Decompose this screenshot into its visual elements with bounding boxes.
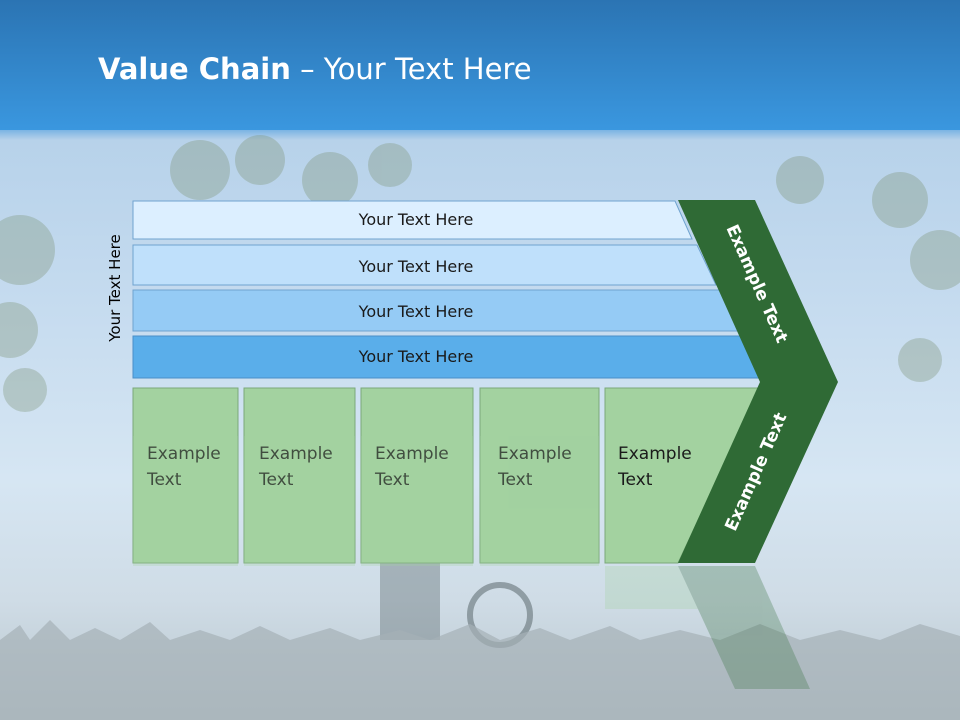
bar-2-label: Your Text Here [358,257,474,276]
box-4: Example Text [479,387,600,564]
box-4-line1: Example [498,444,572,464]
box-5-line2: Text [617,470,653,490]
box-3-line2: Text [374,470,410,490]
bar-2: Your Text Here [132,244,717,286]
box-3-line1: Example [375,444,449,464]
box-1-line1: Example [147,444,221,464]
box-1-shape [132,387,239,564]
box-3-shape [360,387,474,564]
bar-1-label: Your Text Here [358,210,474,229]
bar-1-shape [132,200,693,240]
bar-3-label: Your Text Here [358,302,474,321]
box-4-line2: Text [497,470,533,490]
box-3: Example Text [360,387,474,564]
bar-3: Your Text Here [132,289,740,332]
box-2-line2: Text [258,470,294,490]
title-bold: Value Chain [98,52,291,86]
box-2-shape [243,387,356,564]
bar-4-label: Your Text Here [358,347,474,366]
box-1: Example Text [132,387,239,564]
box-4-shape [479,387,600,564]
box-5: Example Text [604,387,761,564]
chevron-shape [678,200,838,563]
bar-4: Your Text Here [132,335,764,379]
box-2-line1: Example [259,444,333,464]
box-1-line2: Text [146,470,182,490]
title-rest: – Your Text Here [290,52,532,86]
slide-title: Value Chain – Your Text Here [98,52,532,86]
bar-2-shape [132,244,717,286]
bar-1: Your Text Here [132,200,693,240]
reflection [133,436,810,689]
header-band [0,0,960,130]
box-2: Example Text [243,387,356,564]
box-5-line1: Example [618,444,692,464]
